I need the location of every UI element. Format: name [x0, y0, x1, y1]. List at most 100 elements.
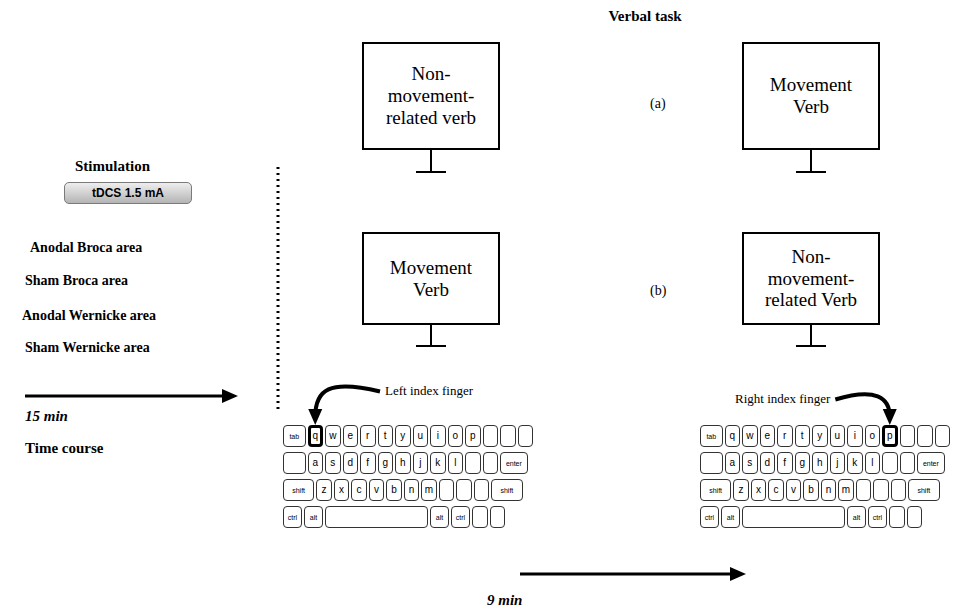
- keyboard-key: u: [830, 425, 846, 447]
- keyboard-key: b: [803, 479, 819, 501]
- keyboard-key: ctrl: [700, 506, 719, 528]
- key-label: s: [747, 458, 752, 468]
- monitor-screen: Non-movement- related Verb: [742, 232, 880, 325]
- keyboard-key: k: [847, 452, 863, 474]
- key-label: d: [347, 458, 353, 468]
- keyboard-key: q: [725, 425, 741, 447]
- keyboard-key: [456, 479, 472, 501]
- keyboard-key: n: [404, 479, 420, 501]
- key-label: alt: [436, 514, 443, 521]
- keyboard-key: y: [395, 425, 411, 447]
- key-label: u: [417, 431, 423, 441]
- divider-line: [277, 167, 280, 410]
- keyboard-key: [465, 452, 481, 474]
- keyboard-key: [325, 506, 428, 528]
- node-text: tDCS 1.5 mA: [92, 186, 164, 200]
- panel-letter: (a): [650, 96, 666, 112]
- section-heading: Time course: [25, 440, 103, 457]
- keyboard-key: w: [325, 425, 341, 447]
- time-arrow: [25, 395, 230, 398]
- keyboard-key: x: [751, 479, 767, 501]
- key-label: v: [374, 485, 379, 495]
- key-label: shift: [292, 487, 305, 494]
- keyboard-key: c: [351, 479, 367, 501]
- keyboard-key: [900, 425, 916, 447]
- key-label: v: [791, 485, 796, 495]
- key-label: o: [452, 431, 458, 441]
- keyboard-key: alt: [430, 506, 449, 528]
- keyboard-key: [917, 425, 933, 447]
- key-label: enter: [506, 460, 522, 467]
- keyboard-key: w: [742, 425, 758, 447]
- finger-arrow: [835, 394, 889, 417]
- finger-label: Left index finger: [385, 384, 473, 399]
- keyboard-key: v: [786, 479, 802, 501]
- keyboard-key: [900, 452, 916, 474]
- key-label: s: [330, 458, 335, 468]
- keyboard-key: shift: [908, 479, 939, 501]
- keyboard-key: i: [847, 425, 863, 447]
- keyboard-key: [439, 479, 455, 501]
- node-text: Non-movement- related Verb: [750, 246, 872, 312]
- key-label: x: [339, 485, 344, 495]
- keyboard-key: t: [795, 425, 811, 447]
- key-label: i: [437, 431, 439, 441]
- condition-label: Anodal Broca area: [30, 240, 142, 256]
- panel-letter: (b): [650, 283, 666, 299]
- figure-title: Verbal task: [608, 8, 681, 25]
- node-text: Movement Verb: [370, 257, 492, 301]
- keyboard-key: i: [430, 425, 446, 447]
- key-label: x: [756, 485, 761, 495]
- keyboard-key: [742, 506, 845, 528]
- keyboard-key: ctrl: [868, 506, 887, 528]
- keyboard-key: b: [386, 479, 402, 501]
- key-label: tab: [289, 433, 299, 440]
- keyboard-key: [483, 452, 499, 474]
- key-label: h: [400, 458, 406, 468]
- keyboard-key: r: [360, 425, 376, 447]
- keyboard-key: [700, 452, 723, 474]
- keyboard-key: ctrl: [283, 506, 302, 528]
- keyboard-key: h: [395, 452, 411, 474]
- key-label: ctrl: [705, 514, 714, 521]
- keyboard-key: enter: [500, 452, 528, 474]
- keyboard-key: l: [865, 452, 881, 474]
- finger-arrow: [315, 386, 380, 417]
- condition-label: Anodal Wernicke area: [22, 308, 156, 324]
- keyboard-key: [500, 425, 516, 447]
- keyboard-key: s: [325, 452, 341, 474]
- key-label: alt: [727, 514, 734, 521]
- keyboard-key: p: [882, 425, 898, 447]
- keyboard-key: o: [865, 425, 881, 447]
- keyboard-key: [518, 425, 534, 447]
- keyboard-key: [891, 479, 907, 501]
- key-label: e: [347, 431, 353, 441]
- key-label: f: [366, 458, 369, 468]
- keyboard-key: h: [812, 452, 828, 474]
- key-label: alt: [853, 514, 860, 521]
- key-label: y: [400, 431, 405, 441]
- keyboard-key: [472, 506, 488, 528]
- monitor-screen: Non-movement- related verb: [362, 42, 500, 150]
- keyboard-key: enter: [917, 452, 945, 474]
- key-label: q: [729, 431, 735, 441]
- key-label: f: [783, 458, 786, 468]
- key-label: ctrl: [288, 514, 297, 521]
- keyboard-key: tab: [283, 425, 306, 447]
- key-label: u: [834, 431, 840, 441]
- key-label: m: [842, 485, 850, 495]
- keyboard-key: d: [343, 452, 359, 474]
- keyboard-key: d: [760, 452, 776, 474]
- keyboard-key: [882, 452, 898, 474]
- keyboard-key: f: [777, 452, 793, 474]
- section-heading: Stimulation: [75, 158, 150, 175]
- node-text: Non-movement- related verb: [370, 63, 492, 129]
- key-label: n: [409, 485, 415, 495]
- key-label: a: [729, 458, 735, 468]
- key-label: k: [852, 458, 857, 468]
- key-label: t: [801, 431, 804, 441]
- key-label: o: [869, 431, 875, 441]
- keyboard-key: [856, 479, 872, 501]
- key-label: z: [322, 485, 327, 495]
- keyboard-key: shift: [491, 479, 522, 501]
